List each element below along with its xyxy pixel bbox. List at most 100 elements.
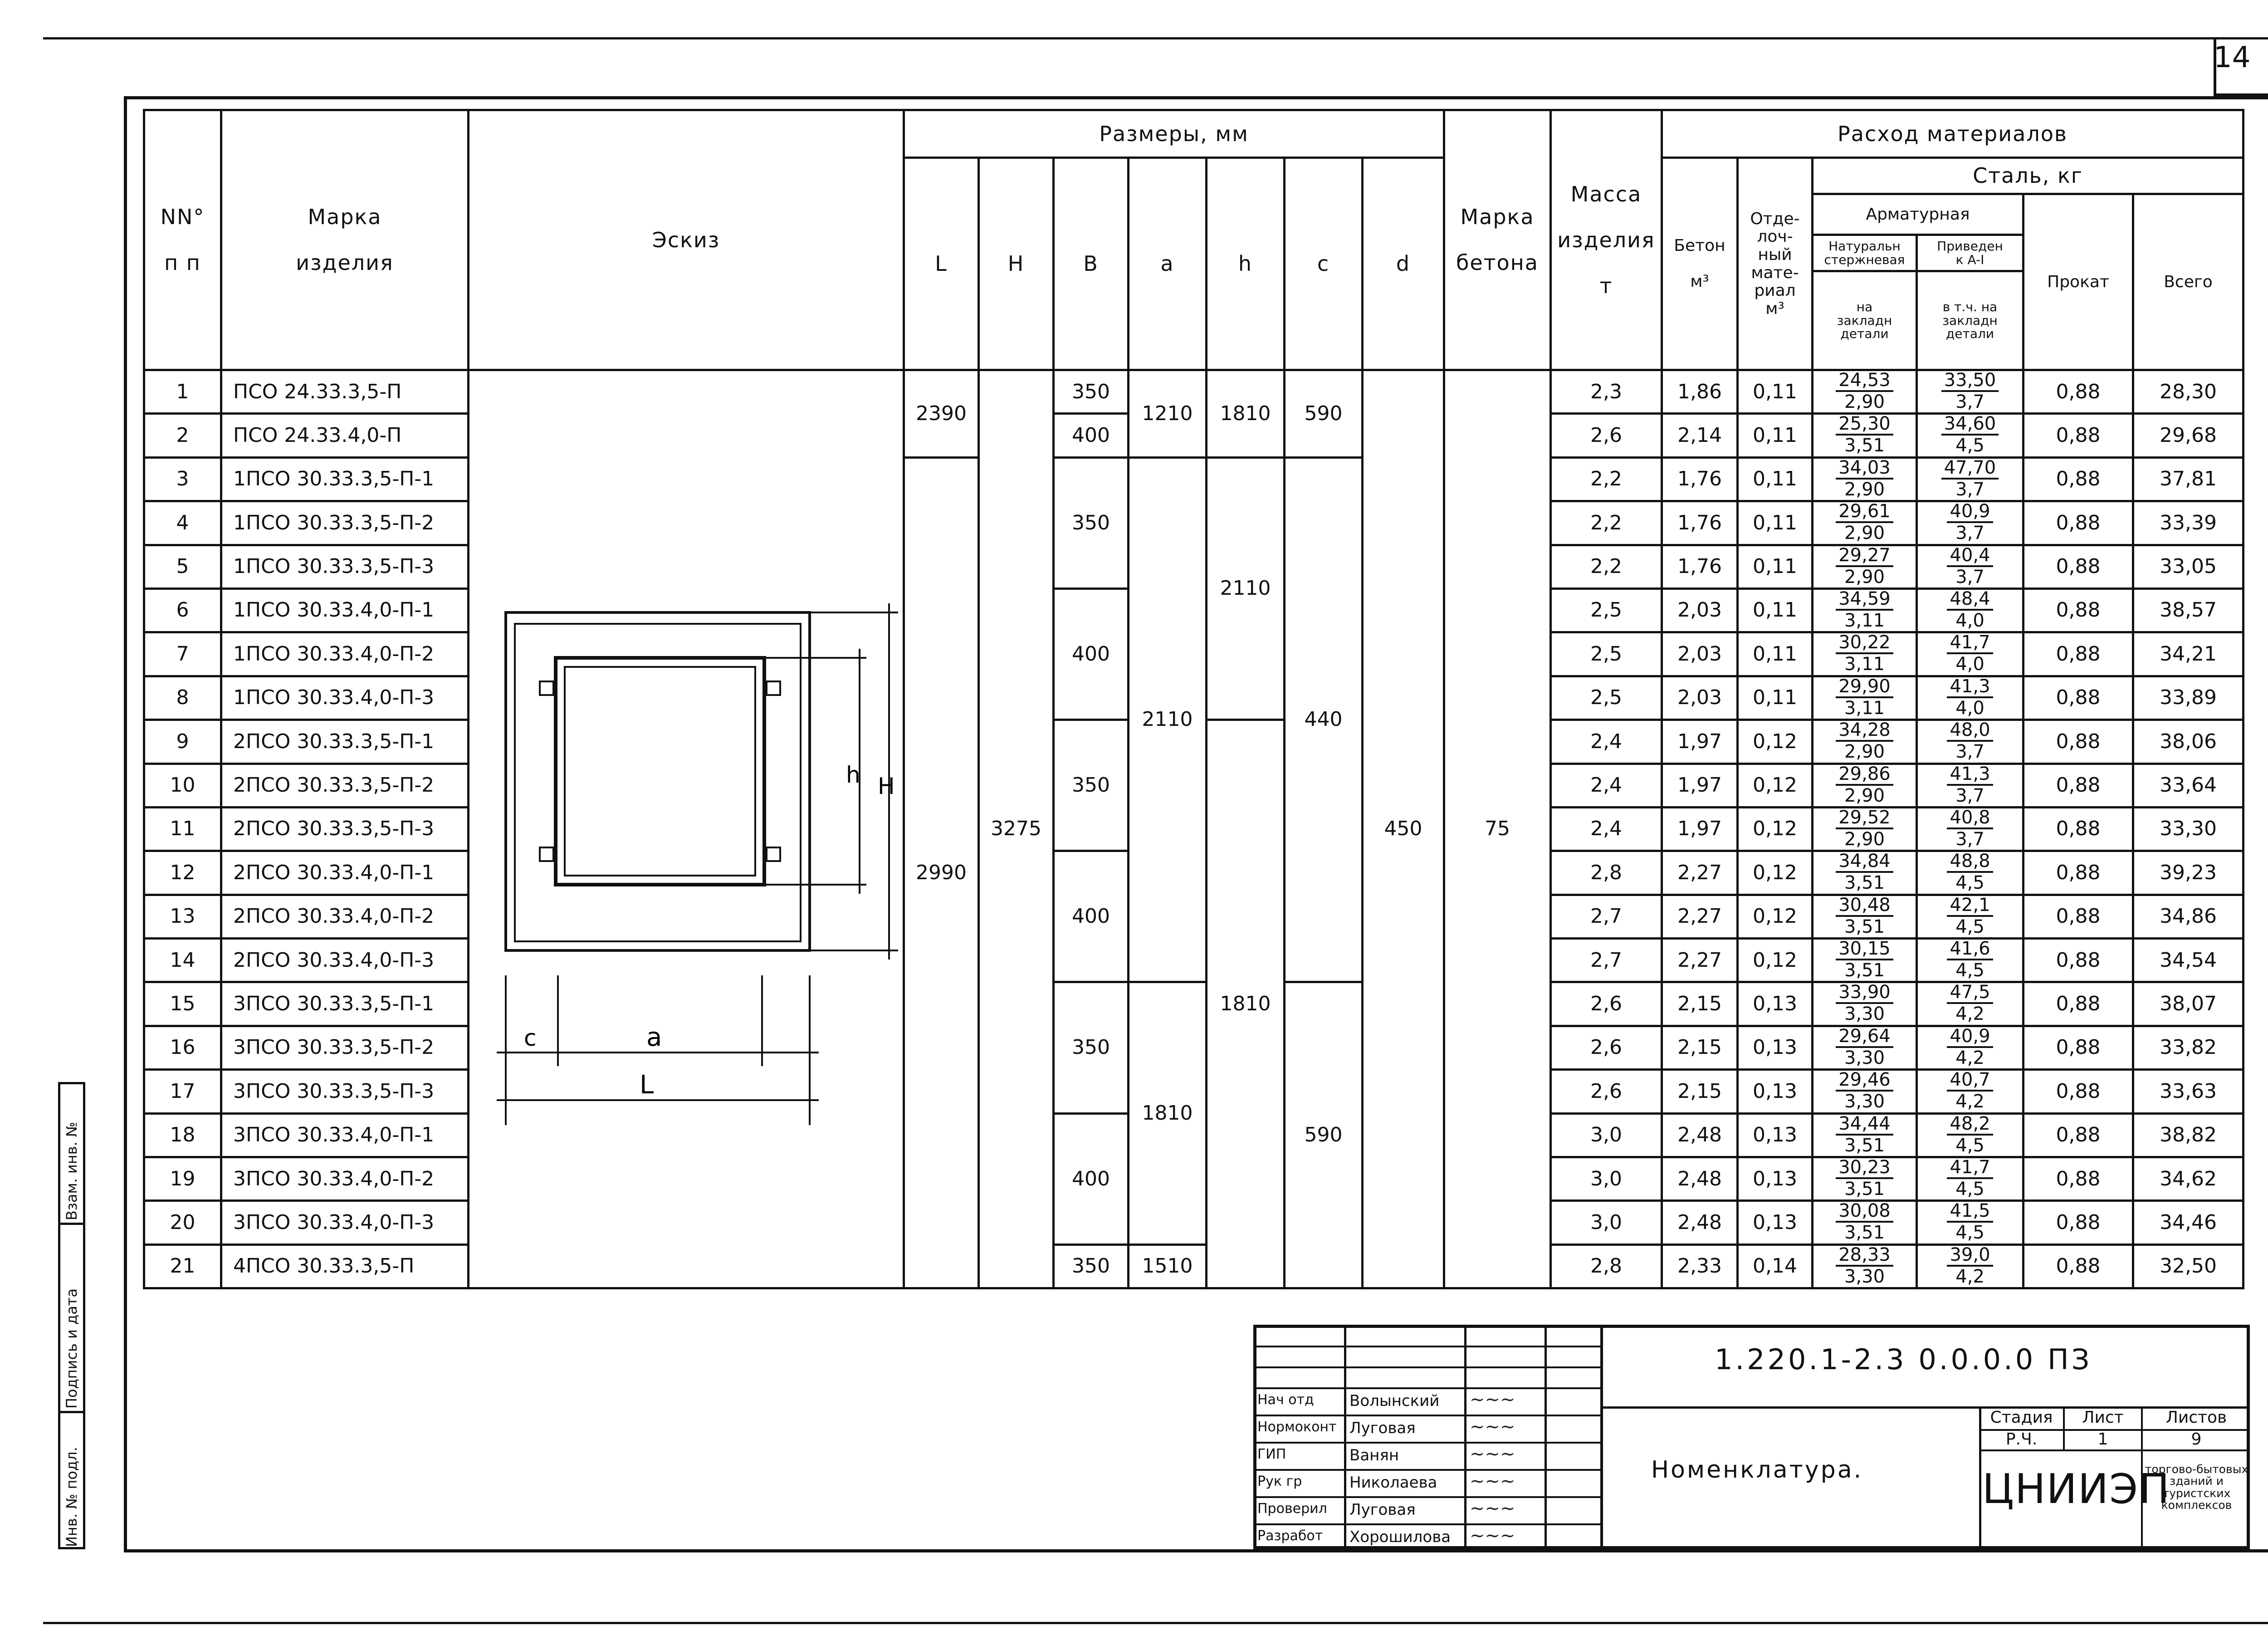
header-rebar: Арматурная — [1811, 193, 2024, 236]
fraction-numerator: 28,33 — [1836, 1247, 1893, 1267]
fraction-numerator: 41,7 — [1947, 1160, 1993, 1180]
row-rolled: 0,88 — [2022, 981, 2134, 1027]
header-nn: NN°п п — [143, 109, 222, 371]
fraction-denominator: 4,5 — [1955, 872, 1984, 894]
row-mark: 2ПСО 30.33.4,0-П-3 — [220, 937, 469, 984]
fraction-numerator: 33,90 — [1836, 984, 1893, 1004]
side-stamp-divider-2 — [60, 1411, 83, 1413]
row-finishing: 0,11 — [1736, 456, 1813, 503]
row-number: 13 — [143, 893, 222, 940]
fraction-numerator: 34,84 — [1836, 853, 1893, 873]
header-sketch: Эскиз — [467, 109, 905, 371]
bottom-border-line — [43, 1622, 2268, 1624]
row-finishing: 0,13 — [1736, 1024, 1813, 1071]
sketch-label-a: a — [646, 1023, 662, 1052]
row-mark: 2ПСО 30.33.3,5-П-3 — [220, 806, 469, 852]
row-number: 8 — [143, 675, 222, 721]
row-number: 21 — [143, 1243, 222, 1290]
organization-logo: ЦНИИЭП — [1982, 1465, 2170, 1513]
fraction-denominator: 4,5 — [1955, 1222, 1984, 1244]
row-concrete: 1,86 — [1661, 368, 1739, 415]
header-consumption: Расход материалов — [1661, 109, 2244, 159]
fraction-denominator: 4,2 — [1955, 1047, 1984, 1068]
fraction-numerator: 48,2 — [1947, 1116, 1993, 1136]
row-mark: 3ПСО 30.33.3,5-П-2 — [220, 1024, 469, 1071]
fraction-numerator: 34,03 — [1836, 460, 1893, 480]
title-block-role: Нормоконт — [1257, 1419, 1337, 1435]
row-number: 19 — [143, 1156, 222, 1202]
stage-value: Р.Ч. — [2005, 1430, 2038, 1449]
row-finishing: 0,12 — [1736, 937, 1813, 984]
fraction-numerator: 29,90 — [1836, 678, 1893, 698]
fraction-numerator: 41,3 — [1947, 766, 1993, 786]
fraction-denominator: 4,2 — [1955, 1004, 1984, 1025]
sketch-label-h: h — [846, 762, 860, 788]
fraction-numerator: 40,4 — [1947, 547, 1993, 567]
row-mass: 2,6 — [1549, 981, 1663, 1027]
title-block-role: Разработ — [1257, 1528, 1323, 1544]
row-mark: 2ПСО 30.33.4,0-П-1 — [220, 850, 469, 896]
row-mark: 1ПСО 30.33.3,5-П-2 — [220, 500, 469, 546]
dim-B: 400 — [1052, 412, 1129, 459]
dim-B: 350 — [1052, 368, 1129, 415]
panel-inner-outline — [514, 623, 802, 942]
fraction-denominator: 3,7 — [1955, 392, 1984, 412]
title-block-role: Рук гр — [1257, 1474, 1302, 1489]
dim-c: 590 — [1283, 369, 1364, 459]
fraction-numerator: 29,61 — [1836, 504, 1893, 524]
fraction-numerator: 34,60 — [1941, 416, 1999, 436]
dim-H: 3275 — [978, 368, 1055, 1290]
anchor-br — [766, 847, 781, 862]
title-block-role: Проверил — [1257, 1501, 1327, 1517]
title-block-role: ГИП — [1257, 1446, 1286, 1462]
row-concrete: 2,14 — [1661, 412, 1739, 459]
fraction-numerator: 47,70 — [1941, 460, 1999, 480]
header-dimensions: Размеры, мм — [903, 109, 1445, 159]
fraction-denominator: 3,7 — [1955, 741, 1984, 763]
row-total: 34,46 — [2132, 1200, 2244, 1246]
row-mark: 1ПСО 30.33.3,5-П-1 — [220, 456, 469, 503]
fraction-numerator: 30,08 — [1836, 1203, 1893, 1223]
dim-B: 350 — [1052, 981, 1129, 1115]
fraction-denominator: 3,11 — [1844, 654, 1885, 675]
row-mark: 2ПСО 30.33.3,5-П-2 — [220, 762, 469, 808]
row-total: 33,30 — [2132, 806, 2244, 852]
row-mark: 1ПСО 30.33.3,5-П-3 — [220, 543, 469, 590]
fraction-denominator: 4,5 — [1955, 1135, 1984, 1156]
row-rolled: 0,88 — [2022, 893, 2134, 940]
row-finishing: 0,11 — [1736, 543, 1813, 590]
signature-scribble: ~~~ — [1470, 1498, 1515, 1519]
dim-L: 2390 — [903, 369, 980, 459]
row-mass: 2,5 — [1549, 675, 1663, 721]
dim-a: 1810 — [1127, 981, 1207, 1246]
title-block-name: Хорошилова — [1349, 1528, 1451, 1546]
fraction-denominator: 3,30 — [1844, 1004, 1885, 1025]
fraction-denominator: 4,5 — [1955, 960, 1984, 981]
row-concrete: 1,76 — [1661, 500, 1739, 546]
row-concrete: 2,15 — [1661, 1024, 1739, 1071]
row-concrete: 2,48 — [1661, 1112, 1739, 1159]
side-stamp: Инв. № подл.Подпись и датаВзам. инв. № — [58, 1082, 85, 1549]
row-mark: 3ПСО 30.33.3,5-П-1 — [220, 981, 469, 1027]
row-finishing: 0,11 — [1736, 675, 1813, 721]
row-rolled: 0,88 — [2022, 719, 2134, 765]
fraction-numerator: 47,5 — [1947, 984, 1993, 1004]
row-mass: 2,7 — [1549, 893, 1663, 940]
fraction-numerator: 30,22 — [1836, 635, 1893, 655]
